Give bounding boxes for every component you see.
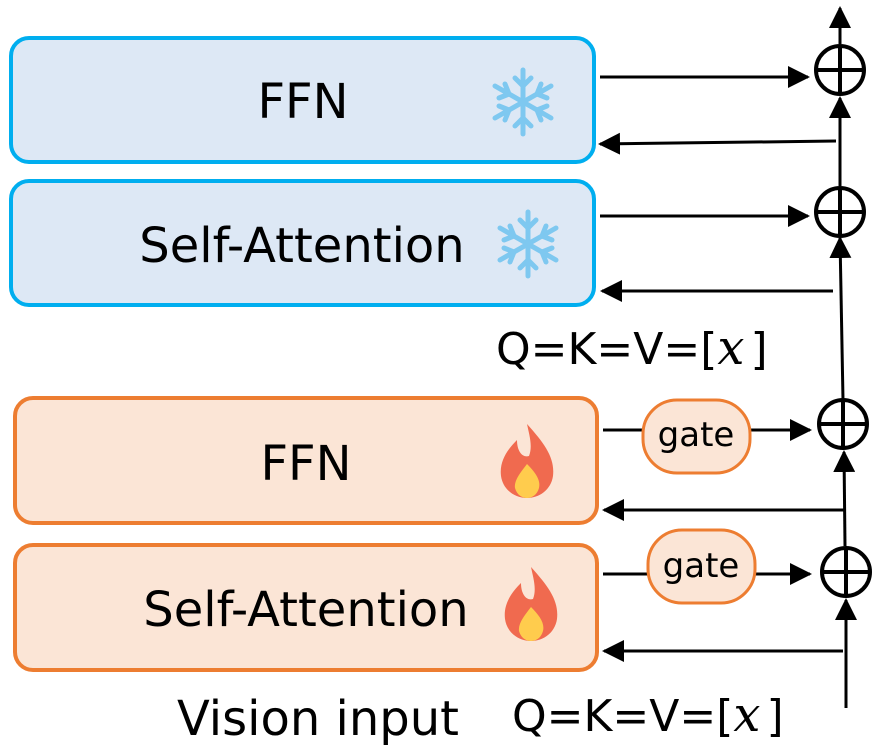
- fire-icon: [504, 567, 558, 641]
- trainable-ffn-label: FFN: [260, 436, 351, 492]
- trainable-self-attention-label: Self-Attention: [143, 582, 468, 638]
- qkv-variable: x: [733, 687, 760, 743]
- snowflake-icon: [497, 209, 559, 279]
- qkv-label-upper: Q=K=V=[x]: [496, 320, 768, 376]
- frozen-ffn-label: FFN: [257, 74, 348, 130]
- circle-plus-icon: [814, 44, 866, 96]
- circle-plus-icon: [814, 186, 866, 238]
- qkv-label-lower: Q=K=V=[x]: [512, 687, 784, 743]
- trainable-ffn-box: [13, 396, 599, 525]
- qkv-prefix: Q=K=V=[: [496, 324, 717, 375]
- qkv-suffix: ]: [766, 691, 783, 742]
- circle-plus-icon: [817, 398, 869, 450]
- gate-ffn-label: gate: [658, 415, 735, 455]
- snowflake-icon: [492, 67, 554, 137]
- fire-icon: [500, 424, 554, 498]
- frozen-self-attention-block: Self-Attention: [9, 179, 596, 307]
- frozen-ffn-box: [9, 36, 596, 164]
- frozen-ffn-block: FFN: [9, 36, 596, 164]
- qkv-variable: x: [717, 320, 744, 376]
- trainable-self-attention-box: [13, 543, 599, 672]
- circle-plus-icon: [820, 546, 872, 598]
- residual-stream: [829, 6, 857, 708]
- residual-line-3: [833, 450, 856, 547]
- gate-ffn: gate: [641, 398, 752, 475]
- gate-self-attention-label: gate: [663, 546, 740, 586]
- trainable-ffn-block: FFN: [13, 396, 599, 525]
- vision-input-caption: Vision input: [177, 691, 459, 747]
- frozen-ffn-input-arrow: [598, 132, 837, 155]
- qkv-suffix: ]: [750, 324, 767, 375]
- frozen-self-attention-box: [9, 179, 596, 307]
- gate-self-attention: gate: [646, 528, 757, 605]
- frozen-self-attention-label: Self-Attention: [139, 218, 464, 274]
- residual-line-2: [829, 236, 852, 401]
- trainable-self-attention-block: Self-Attention: [13, 543, 599, 672]
- qkv-prefix: Q=K=V=[: [512, 691, 733, 742]
